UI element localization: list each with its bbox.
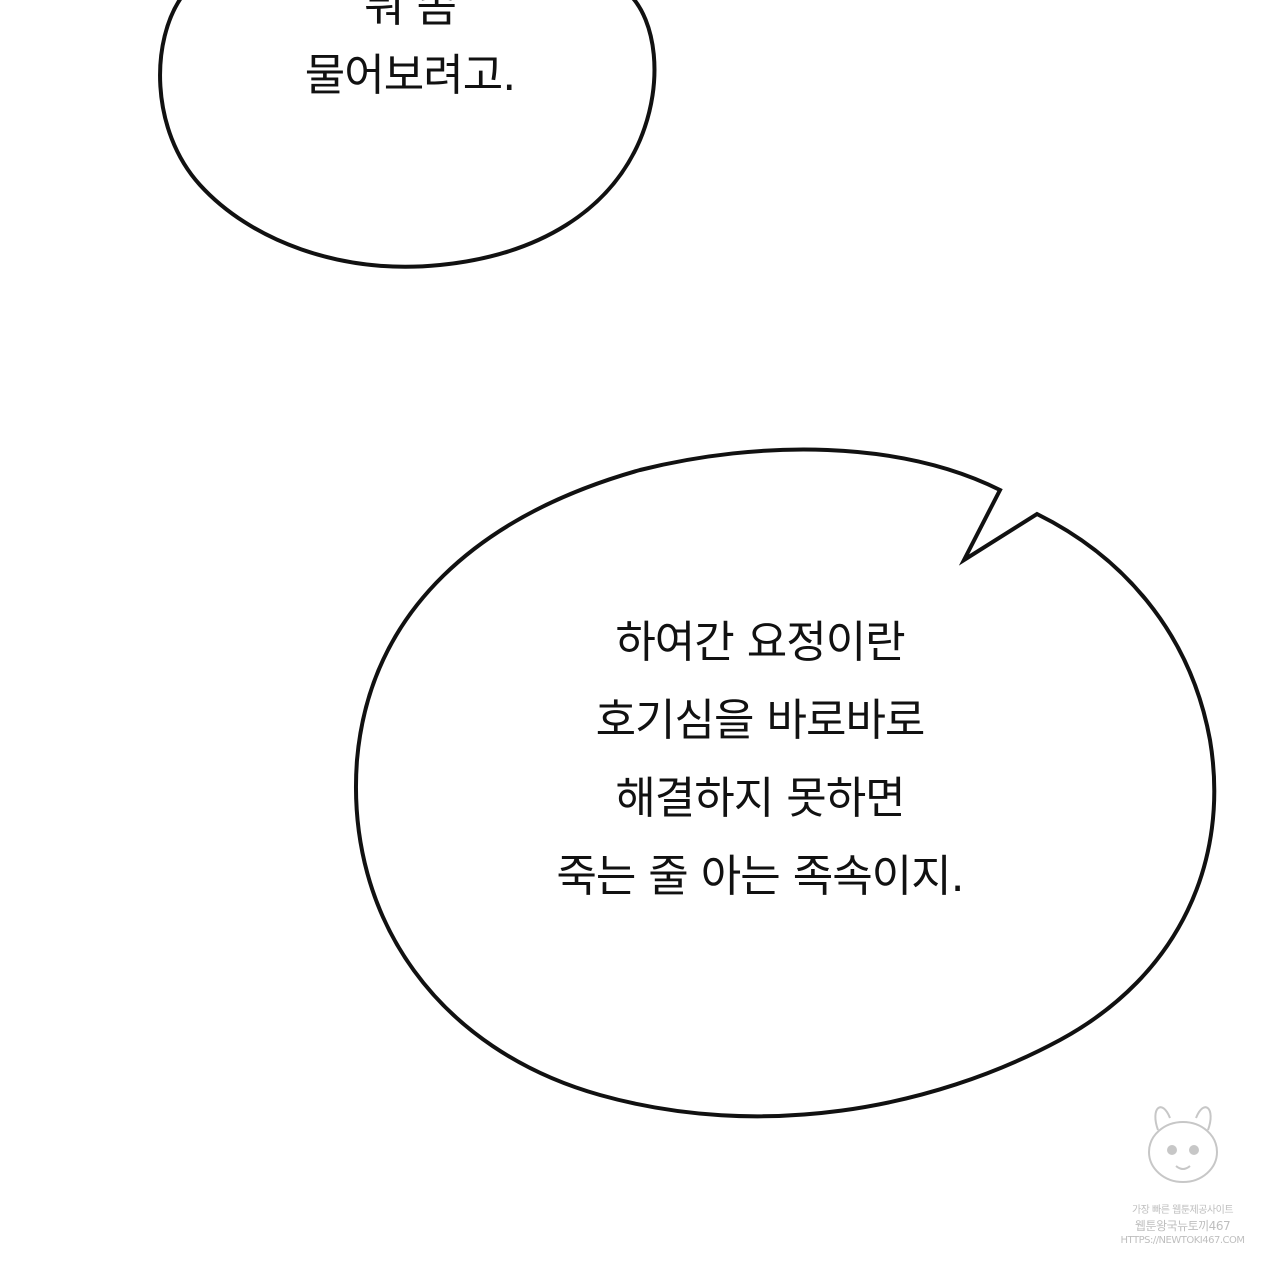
bubble-bottom-line: 호기심을 바로바로 <box>595 695 926 746</box>
mascot-icon <box>1147 1106 1218 1183</box>
speech-bubble-top <box>158 0 657 269</box>
bubble-bottom-line: 죽는 줄 아는 족속이지. <box>556 851 964 902</box>
bubble-top-line: 물어보려고. <box>304 50 516 101</box>
bubble-bottom-text: 하여간 요정이란 호기심을 바로바로 해결하지 못하면 죽는 줄 아는 족속이지… <box>420 604 1100 916</box>
bubble-top-text: 뭐 좀 물어보려고. <box>210 0 610 110</box>
watermark-tagline: 가장 빠른 웹툰제공사이트 <box>1131 1205 1234 1216</box>
bubble-bottom-line: 하여간 요정이란 <box>615 617 905 668</box>
speech-bubble-bottom <box>354 447 1217 1119</box>
watermark-url: HTTPS://NEWTOKI467.COM <box>1120 1235 1245 1246</box>
watermark-site-name: 웹툰왕국뉴토끼467 <box>1134 1219 1231 1233</box>
bubble-bottom-line: 해결하지 못하면 <box>615 773 905 824</box>
site-watermark: 가장 빠른 웹툰제공사이트 웹툰왕국뉴토끼467 HTTPS://NEWTOKI… <box>1110 1090 1255 1270</box>
bubble-top-line: 뭐 좀 <box>364 0 457 32</box>
